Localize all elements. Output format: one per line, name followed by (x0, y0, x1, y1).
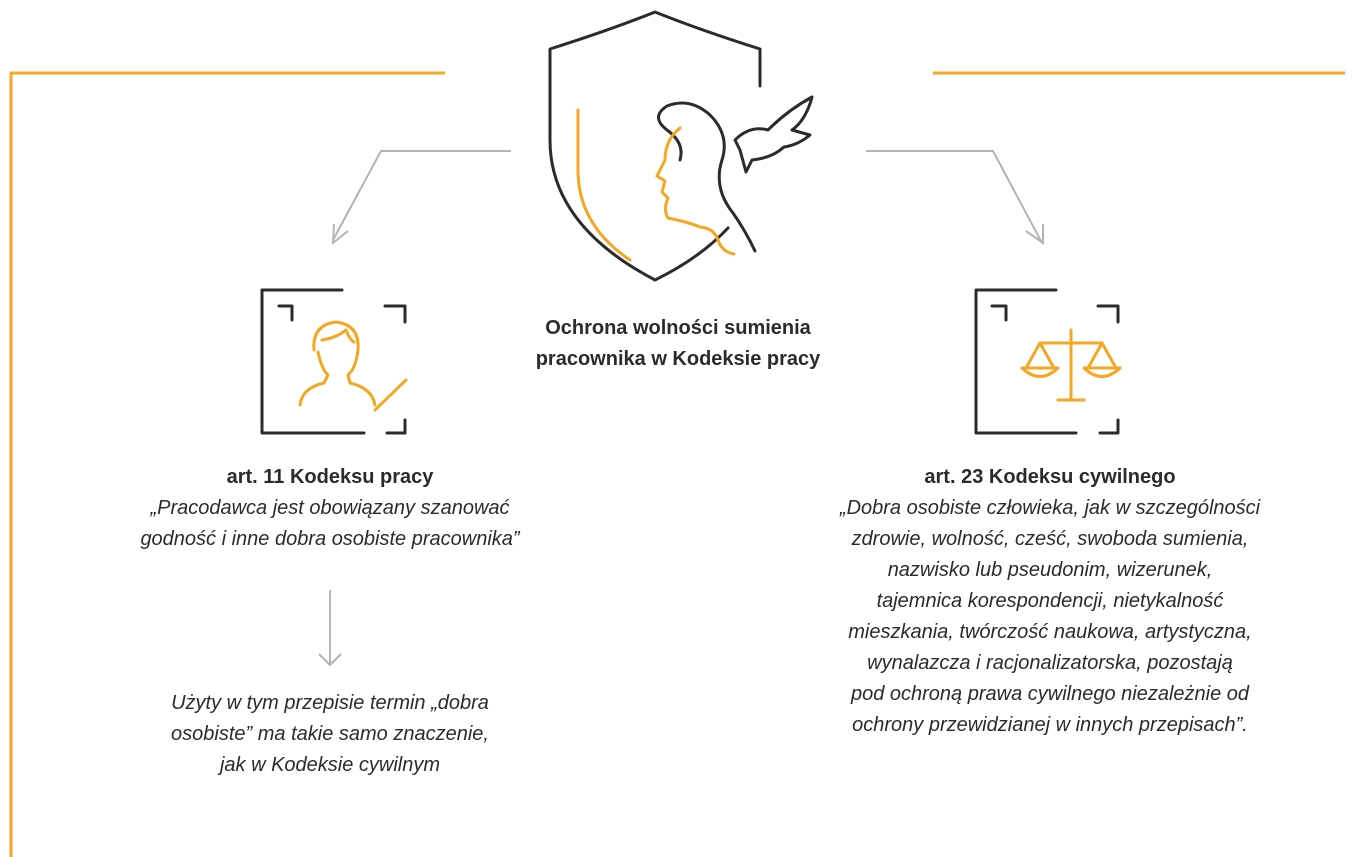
right-quote-line: zdrowie, wolność, cześć, swoboda sumieni… (851, 528, 1249, 550)
scales-document-icon (974, 288, 1122, 435)
right-quote-line: mieszkania, twórczość naukowa, artystycz… (848, 621, 1252, 643)
note-line: jak w Kodeksie cywilnym (219, 754, 441, 776)
left-quote-line: „Pracodawca jest obowiązany szanować (150, 497, 510, 519)
connector-down (318, 590, 342, 667)
title-line: Ochrona wolności sumienia (545, 317, 811, 339)
note-line: osobiste” ma takie samo znaczenie, (171, 723, 489, 745)
right-quote-line: ochrony przewidzianej w innych przepisac… (852, 714, 1248, 736)
shield-profile-dove-icon (548, 10, 814, 282)
orange-frame (9, 71, 1345, 857)
right-quote-line: „Dobra osobiste człowieka, jak w szczegó… (839, 497, 1261, 519)
left-article-block: art. 11 Kodeksu pracy „Pracodawca jest o… (80, 462, 580, 555)
diagram-title: Ochrona wolności sumienia pracownika w K… (478, 313, 878, 375)
left-note-block: Użyty w tym przepisie termin „dobra osob… (80, 688, 580, 781)
left-heading: art. 11 Kodeksu pracy (226, 466, 434, 488)
right-quote-line: pod ochroną prawa cywilnego niezależnie … (850, 683, 1250, 705)
right-article-block: art. 23 Kodeksu cywilnego „Dobra osobist… (740, 462, 1357, 741)
right-quote-line: wynalazcza i racjonalizatorska, pozostaj… (867, 652, 1233, 674)
right-quote-line: tajemnica korespondencji, nietykalność (876, 590, 1224, 612)
left-quote-line: godność i inne dobra osobiste pracownika… (140, 528, 520, 550)
connector-left (331, 150, 511, 246)
note-line: Użyty w tym przepisie termin „dobra (171, 692, 489, 714)
connector-right (866, 150, 1044, 245)
right-heading: art. 23 Kodeksu cywilnego (924, 466, 1176, 488)
person-document-icon (260, 288, 408, 435)
title-line: pracownika w Kodeksie pracy (535, 348, 821, 370)
right-quote-line: nazwisko lub pseudonim, wizerunek, (887, 559, 1213, 581)
